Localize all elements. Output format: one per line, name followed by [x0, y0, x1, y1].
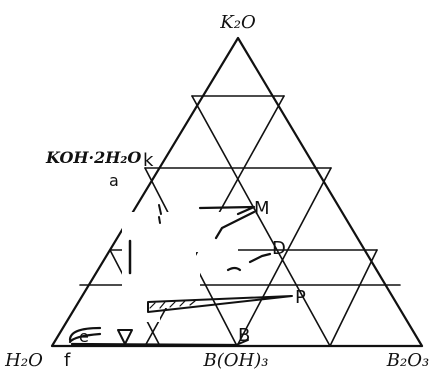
- curve-m-lower: [214, 210, 256, 240]
- curve-p-hatch: [149, 300, 196, 309]
- triangle-marker: [117, 329, 133, 345]
- curve-b-end: [235, 339, 249, 346]
- point-label-k: k: [143, 150, 154, 171]
- grid-r-1: [191, 95, 331, 347]
- curve-p-wedge: [147, 295, 293, 313]
- grid-l-3: [329, 249, 378, 347]
- vertex-label-left: H₂O: [4, 350, 43, 371]
- phase-curves: [68, 204, 293, 347]
- point-label-P: P: [295, 287, 306, 308]
- point-label-D: D: [272, 238, 286, 259]
- tick-k: [158, 204, 162, 215]
- curve-e-bottom: [70, 342, 238, 347]
- tick-a: [158, 216, 161, 224]
- vertex-label-top: K₂O: [219, 12, 256, 33]
- point-label-e: e: [79, 327, 89, 346]
- edge-label-koh: KOH·2H₂O: [45, 148, 141, 167]
- curve-e-mid: [68, 332, 102, 344]
- erased-region: [92, 212, 238, 322]
- curve-d-small: [226, 266, 242, 272]
- curve-e-top: [68, 326, 102, 342]
- point-label-a: a: [109, 171, 119, 190]
- vertex-label-right: B₂O₃: [386, 350, 429, 371]
- curve-m-top: [198, 205, 256, 216]
- point-label-M: M: [254, 198, 270, 219]
- grid-l-2: [236, 167, 332, 347]
- edge-label-boh: B(OH)₃: [203, 350, 269, 371]
- curve-d: [248, 252, 272, 264]
- point-label-f: f: [64, 350, 71, 371]
- point-label-B: B: [238, 325, 250, 346]
